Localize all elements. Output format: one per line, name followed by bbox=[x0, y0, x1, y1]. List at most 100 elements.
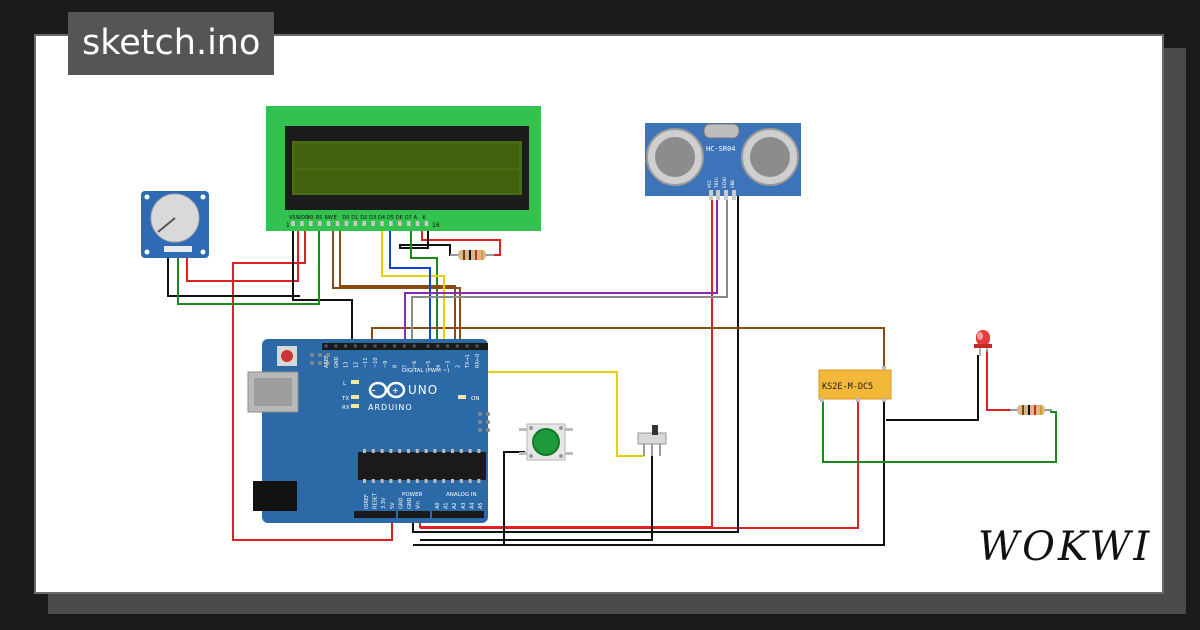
wire-black-lcd-k bbox=[399, 225, 451, 256]
lcd-pin bbox=[335, 221, 340, 226]
lcd-pin bbox=[309, 221, 313, 226]
chip-pin bbox=[371, 479, 375, 483]
ultrasonic-sensor[interactable]: HC-SR04 VCC TRIG ECHO GND bbox=[645, 123, 801, 200]
wokwi-logo: WOKWI bbox=[978, 524, 1153, 570]
board-brand: ARDUINO bbox=[368, 403, 413, 412]
chip-pins bbox=[363, 449, 481, 483]
wire-black-lcd-gnd bbox=[292, 222, 353, 345]
push-button[interactable] bbox=[519, 423, 573, 461]
wire-purple-trig bbox=[404, 188, 718, 345]
wire-green-lcd-d7 bbox=[410, 225, 438, 345]
led-label-tx: TX bbox=[341, 396, 349, 402]
header-pin-label: TX→1 bbox=[465, 354, 471, 369]
analog-pin-label: A1 bbox=[444, 502, 450, 509]
chip-pin bbox=[389, 449, 393, 453]
power-pin-label: 5V bbox=[390, 502, 396, 509]
header-pin bbox=[383, 344, 387, 348]
lcd-pin bbox=[398, 221, 402, 226]
chip-pin bbox=[415, 449, 419, 453]
lcd-pin-label: D1 bbox=[351, 215, 358, 221]
resistor-lcd[interactable] bbox=[450, 250, 494, 260]
lcd-pin-label: D0 bbox=[342, 215, 349, 221]
lcd-pin-last: 16 bbox=[432, 222, 440, 229]
lcd-pin bbox=[415, 221, 420, 226]
chip-pin bbox=[442, 479, 446, 483]
header-pin-label: GND bbox=[334, 356, 340, 368]
chip-pin bbox=[380, 449, 384, 453]
lcd-pin-label: D5 bbox=[387, 215, 394, 221]
header-pin-label: ~11 bbox=[363, 357, 369, 368]
lcd-pin bbox=[389, 221, 393, 226]
project-title[interactable]: sketch.ino bbox=[68, 12, 275, 75]
minus-symbol: – bbox=[372, 387, 376, 395]
lcd-pin bbox=[362, 221, 366, 226]
header-pin bbox=[393, 344, 397, 348]
lcd-pin bbox=[326, 221, 331, 226]
header-pin-label: AREF bbox=[324, 355, 330, 368]
lcd-pin-label: E bbox=[334, 215, 337, 221]
wire-red-backlight bbox=[421, 225, 501, 256]
lcd-pin-first: 1 bbox=[286, 222, 290, 229]
header-pin bbox=[324, 344, 328, 348]
wire-red-5v bbox=[232, 222, 393, 541]
header-pin bbox=[363, 344, 367, 348]
lcd-pin-label: D2 bbox=[360, 215, 367, 221]
chip-pin bbox=[363, 479, 366, 483]
lcd-pin-label: VSS bbox=[289, 215, 299, 221]
wire-black-pot bbox=[167, 252, 300, 297]
analog-pin-label: A3 bbox=[461, 502, 467, 509]
wire-red-led bbox=[986, 350, 1015, 411]
lcd-pin bbox=[424, 221, 429, 226]
chip-pin bbox=[424, 479, 428, 483]
power-pin-label: 3.3V bbox=[381, 497, 387, 509]
wire-red-relay bbox=[420, 398, 859, 529]
header-pin-label: ~3 bbox=[446, 361, 452, 368]
plus-symbol: + bbox=[392, 386, 399, 395]
sensor-pin-trig: TRIG bbox=[714, 177, 720, 188]
analog-pin-label: A5 bbox=[478, 502, 484, 509]
chip-pin bbox=[433, 479, 437, 483]
relay-module[interactable]: KS2E-M-DC5 bbox=[818, 366, 892, 402]
chip-pin bbox=[415, 479, 419, 483]
lcd-pin bbox=[353, 221, 358, 226]
wire-black-relay-led bbox=[886, 355, 979, 421]
wire-green-pot bbox=[177, 225, 320, 305]
chip-pin bbox=[371, 449, 375, 453]
red-led[interactable] bbox=[974, 330, 992, 356]
header-pin bbox=[465, 344, 469, 348]
potentiometer[interactable] bbox=[141, 191, 209, 258]
analog-pin-label: A0 bbox=[435, 502, 441, 509]
power-pin-label: GND bbox=[407, 497, 413, 509]
lcd-pin bbox=[371, 221, 375, 226]
chip-pin bbox=[442, 449, 446, 453]
header-pin bbox=[344, 344, 348, 348]
power-pin-label: RESET bbox=[373, 492, 379, 509]
header-pin-label: 4 bbox=[436, 365, 442, 368]
header-pin-label: 2 bbox=[455, 365, 461, 368]
chip-pin bbox=[468, 449, 472, 453]
wire-brown-en bbox=[339, 225, 456, 345]
chip-pin bbox=[477, 449, 481, 453]
header-pin bbox=[446, 344, 450, 348]
chip-pin bbox=[451, 449, 454, 453]
chip-pin bbox=[398, 449, 402, 453]
header-pin bbox=[353, 344, 357, 348]
header-pin bbox=[455, 344, 459, 348]
chip-pin bbox=[468, 479, 472, 483]
digital-label: DIGITAL (PWM ~) bbox=[402, 368, 449, 374]
lcd-pin-label: D6 bbox=[396, 215, 403, 221]
led-label-l: L bbox=[343, 381, 347, 387]
slide-switch[interactable] bbox=[637, 425, 667, 456]
header-pin-label: 7 bbox=[402, 365, 408, 368]
on-label: ON bbox=[471, 396, 479, 402]
board-model: UNO bbox=[408, 383, 438, 397]
lcd-pin-label: A bbox=[414, 215, 418, 221]
resistor-led[interactable] bbox=[1010, 405, 1052, 415]
wire-red-pot bbox=[186, 225, 299, 282]
sensor-pin-vcc: VCC bbox=[707, 180, 713, 188]
analog-label: ANALOG IN bbox=[446, 492, 477, 498]
